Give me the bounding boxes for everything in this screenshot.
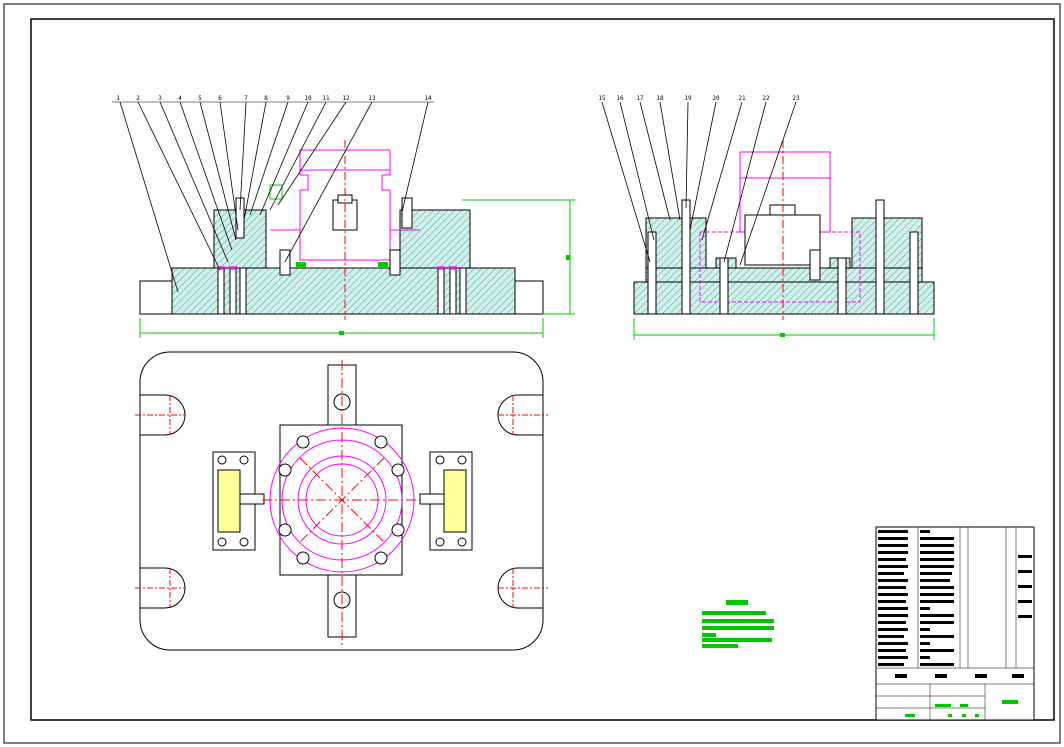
callout-8: 8 <box>264 95 268 102</box>
side-view-callout-labels: 15 16 17 18 19 20 21 22 23 <box>598 95 800 102</box>
front-view-leaders <box>112 101 434 293</box>
callout-12: 12 <box>342 95 350 102</box>
callout-16: 16 <box>616 95 624 102</box>
callout-22: 22 <box>762 95 770 102</box>
callout-19: 19 <box>684 95 692 102</box>
side-view-leaders <box>601 101 797 266</box>
callout-21: 21 <box>738 95 746 102</box>
technical-notes <box>702 600 774 648</box>
front-view <box>139 140 575 338</box>
callout-20: 20 <box>712 95 720 102</box>
side-view <box>633 140 935 340</box>
inner-border <box>30 18 1055 721</box>
callout-13: 13 <box>368 95 376 102</box>
callout-4: 4 <box>178 95 182 102</box>
front-view-callout-labels: 1 2 3 4 5 6 7 8 9 10 11 12 13 14 <box>116 95 432 102</box>
callout-18: 18 <box>656 95 664 102</box>
callout-15: 15 <box>598 95 606 102</box>
callout-3: 3 <box>158 95 162 102</box>
callout-2: 2 <box>136 95 140 102</box>
callout-11: 11 <box>322 95 330 102</box>
top-view <box>135 351 548 651</box>
outer-border <box>3 3 1061 744</box>
title-block <box>875 526 1035 721</box>
callout-23: 23 <box>792 95 800 102</box>
callout-5: 5 <box>198 95 202 102</box>
callout-1: 1 <box>116 95 120 102</box>
callout-7: 7 <box>244 95 248 102</box>
callout-17: 17 <box>636 95 644 102</box>
callout-9: 9 <box>286 95 290 102</box>
callout-14: 14 <box>424 95 432 102</box>
callout-6: 6 <box>218 95 222 102</box>
callout-10: 10 <box>304 95 312 102</box>
